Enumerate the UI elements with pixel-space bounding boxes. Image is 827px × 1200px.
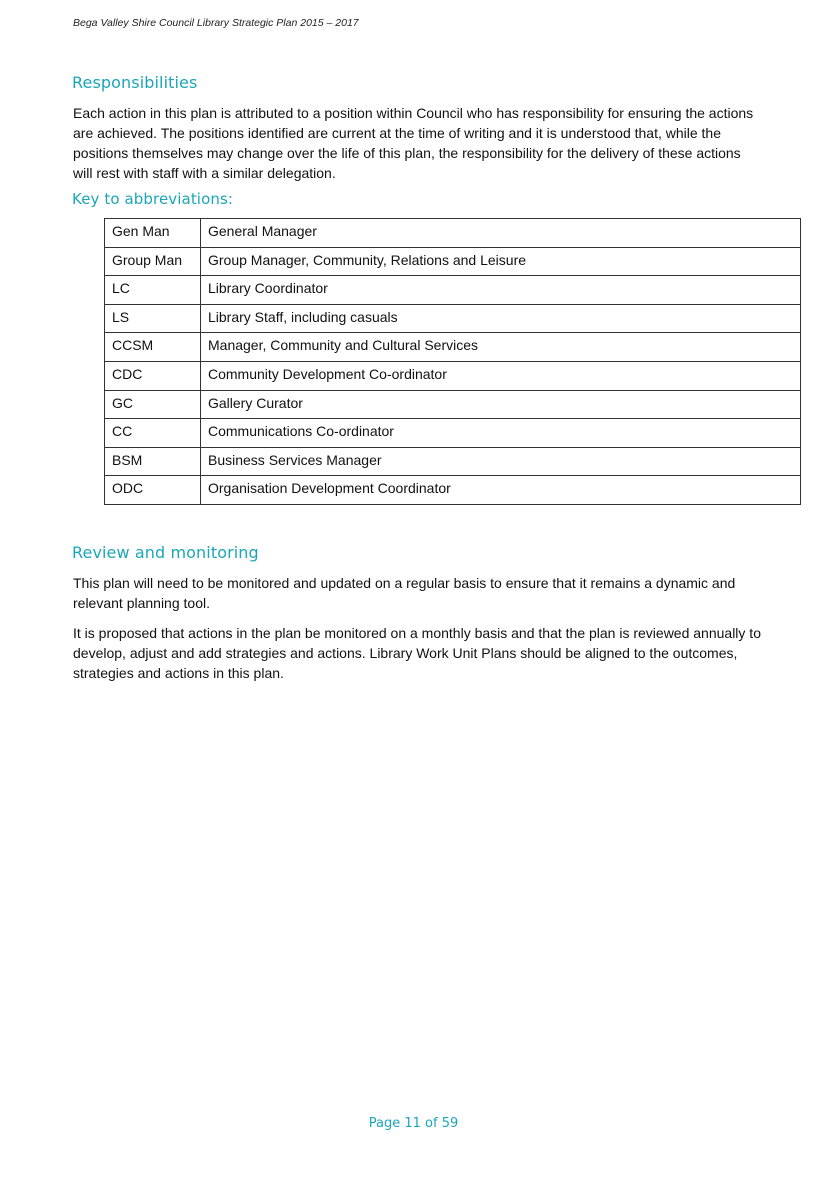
table-row: LC Library Coordinator bbox=[104, 275, 801, 305]
table-row: CC Communications Co-ordinator bbox=[104, 418, 801, 448]
meaning-cell: Manager, Community and Cultural Services bbox=[200, 332, 801, 362]
table-row: CCSM Manager, Community and Cultural Ser… bbox=[104, 332, 801, 362]
meaning-cell: Communications Co-ordinator bbox=[200, 418, 801, 448]
abbreviation-cell: Gen Man bbox=[104, 218, 201, 248]
abbreviation-cell: CCSM bbox=[104, 332, 201, 362]
table-row: Group Man Group Manager, Community, Rela… bbox=[104, 246, 801, 277]
table-row: LS Library Staff, including casuals bbox=[104, 303, 801, 334]
meaning-cell: Gallery Curator bbox=[200, 389, 801, 420]
review-paragraph-1: This plan will need to be monitored and … bbox=[73, 575, 736, 611]
meaning-cell: Organisation Development Coordinator bbox=[200, 475, 801, 505]
review-paragraph-2: It is proposed that actions in the plan … bbox=[73, 625, 761, 681]
review-heading: Review and monitoring bbox=[72, 543, 259, 562]
meaning-cell: General Manager bbox=[200, 218, 801, 248]
abbreviation-cell: LS bbox=[104, 303, 201, 334]
responsibilities-paragraph: Each action in this plan is attributed t… bbox=[73, 105, 754, 181]
table-row: CDC Community Development Co-ordinator bbox=[104, 360, 801, 391]
running-header: Bega Valley Shire Council Library Strate… bbox=[73, 17, 359, 29]
abbreviations-heading: Key to abbreviations: bbox=[72, 190, 234, 208]
meaning-cell: Library Staff, including casuals bbox=[200, 303, 801, 334]
abbreviation-cell: GC bbox=[104, 389, 201, 420]
responsibilities-heading: Responsibilities bbox=[72, 73, 198, 92]
abbreviation-cell: Group Man bbox=[104, 246, 201, 277]
page-number: Page 11 of 59 bbox=[368, 1116, 459, 1131]
meaning-cell: Community Development Co-ordinator bbox=[200, 360, 801, 391]
table-row: BSM Business Services Manager bbox=[104, 446, 801, 477]
abbreviation-cell: ODC bbox=[104, 475, 201, 505]
abbreviation-cell: CC bbox=[104, 418, 201, 448]
table-row: GC Gallery Curator bbox=[104, 389, 801, 420]
abbreviations-table: Gen Man General Manager Group Man Group … bbox=[104, 218, 801, 505]
meaning-cell: Business Services Manager bbox=[200, 446, 801, 477]
abbreviation-cell: BSM bbox=[104, 446, 201, 477]
table-row: ODC Organisation Development Coordinator bbox=[104, 475, 801, 505]
table-row: Gen Man General Manager bbox=[104, 218, 801, 248]
meaning-cell: Group Manager, Community, Relations and … bbox=[200, 246, 801, 277]
abbreviation-cell: LC bbox=[104, 275, 201, 305]
abbreviation-cell: CDC bbox=[104, 360, 201, 391]
meaning-cell: Library Coordinator bbox=[200, 275, 801, 305]
